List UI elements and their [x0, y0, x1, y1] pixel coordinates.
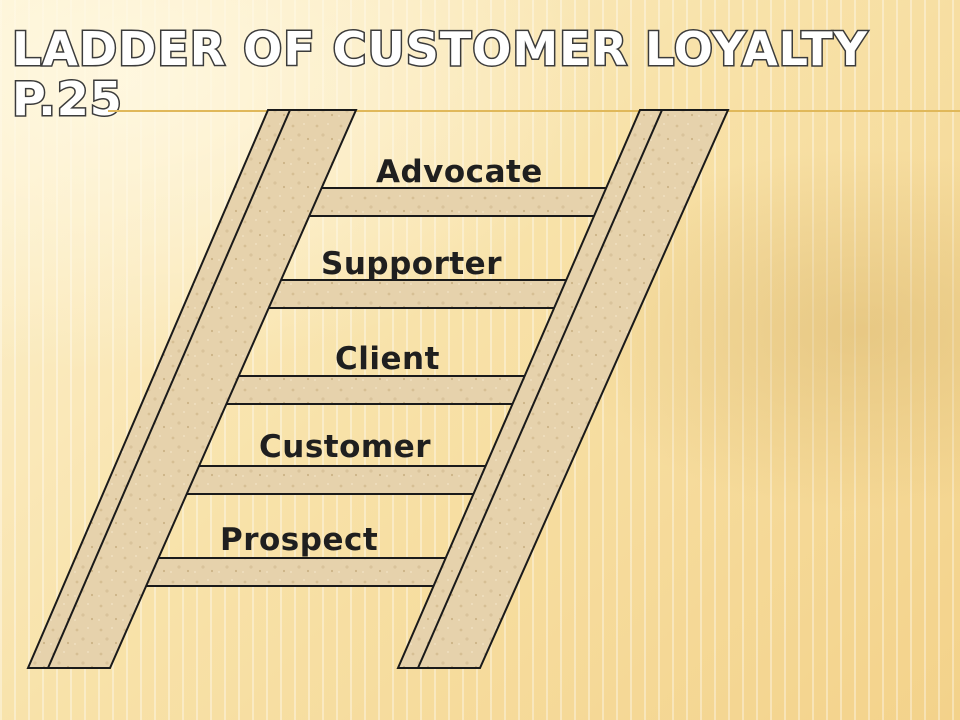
label-customer: Customer: [259, 429, 431, 465]
title-line-2: p.25: [11, 72, 124, 126]
title-line-1: Ladder of Customer Loyalty: [10, 22, 869, 76]
label-prospect: Prospect: [220, 522, 378, 558]
title-underline: [108, 110, 960, 112]
rung-3: [189, 375, 529, 405]
rung-1: [275, 187, 607, 217]
slide-title: Ladder of Customer Loyalty p.25: [10, 22, 952, 132]
label-client: Client: [335, 341, 440, 377]
label-supporter: Supporter: [321, 246, 502, 282]
rung-labels: Advocate Supporter Client Customer Prosp…: [220, 154, 543, 558]
right-rail: [396, 109, 730, 669]
left-rail: [26, 109, 358, 669]
rung-4: [151, 465, 489, 495]
label-advocate: Advocate: [376, 154, 543, 190]
rung-5: [109, 557, 451, 587]
